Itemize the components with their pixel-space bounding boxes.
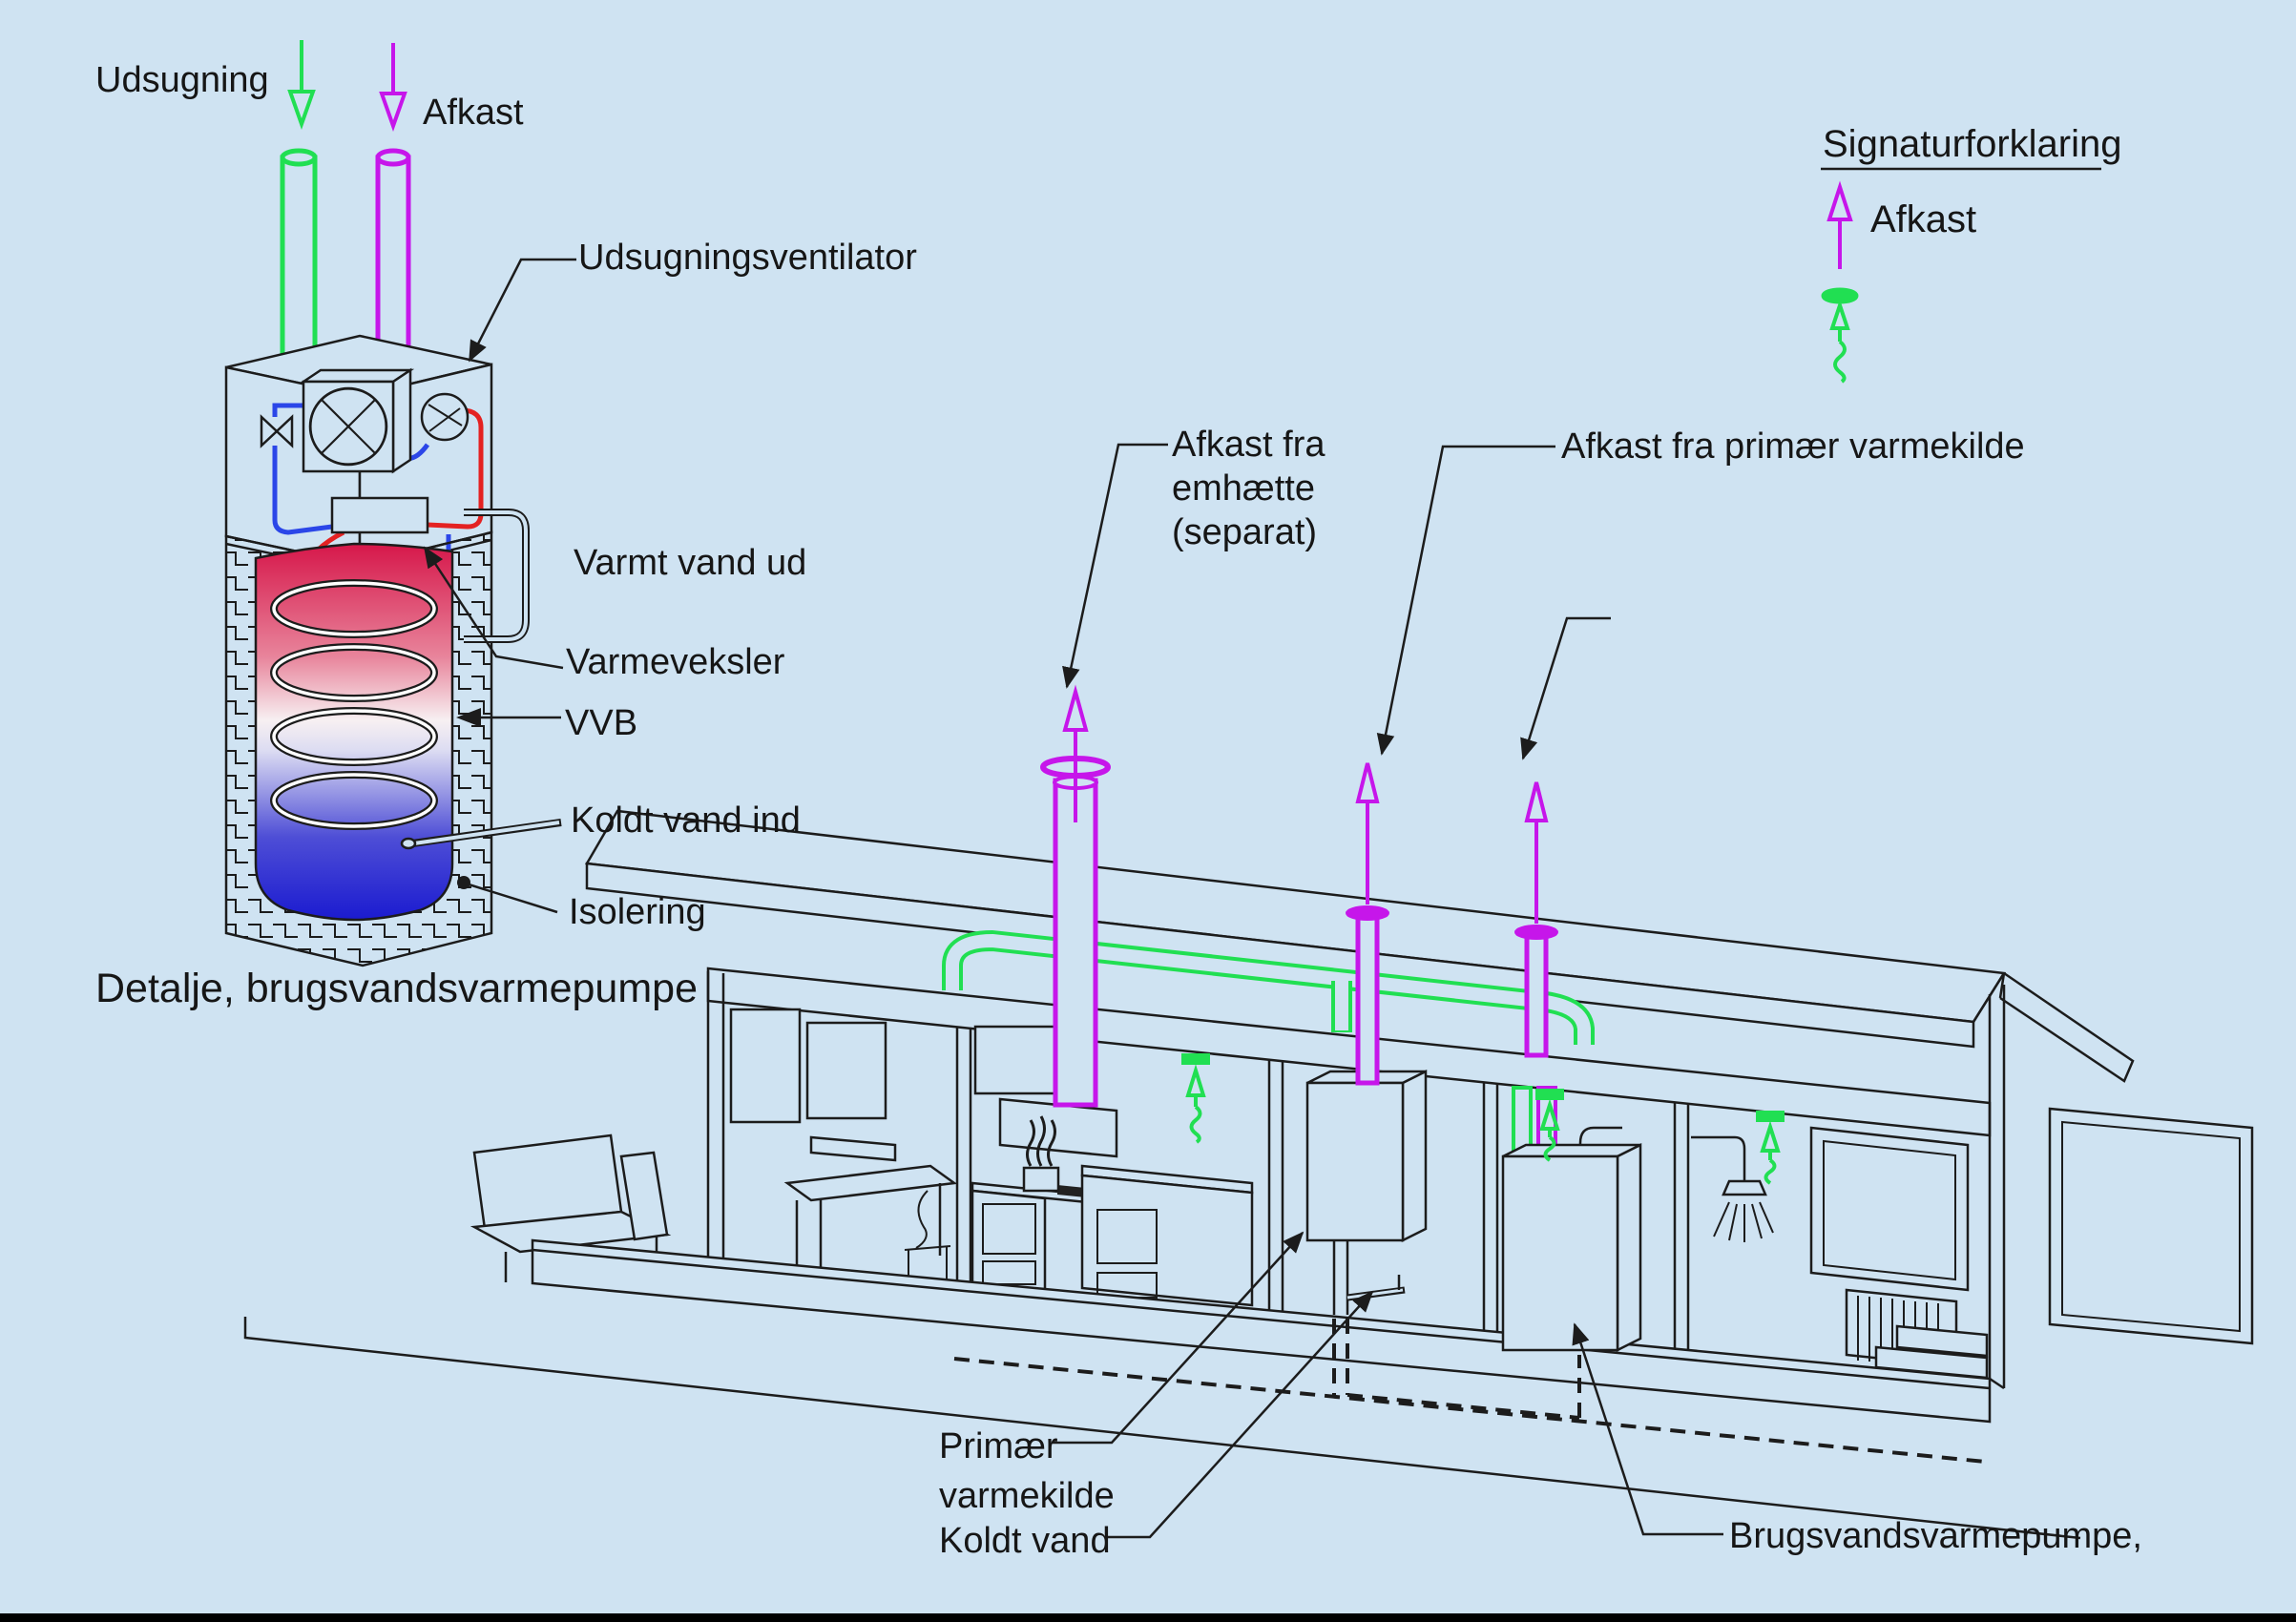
floor-slab xyxy=(531,1238,1992,1424)
window xyxy=(1809,1126,1970,1292)
label-afkast-emhaette-1: Afkast fra xyxy=(1172,425,1325,465)
detail-unit: Udsugning Afkast Udsugningsventilator Va… xyxy=(95,40,917,1011)
legend: Signaturforklaring Afkast xyxy=(1821,123,2122,384)
shower xyxy=(1691,1135,1774,1242)
udsugning-pipe-top xyxy=(280,148,318,167)
udsugning-duct xyxy=(942,930,1595,1045)
varmt-vand-pipe xyxy=(464,509,530,643)
label-varmt-vand-ud: Varmt vand ud xyxy=(574,543,806,583)
label-afkast-emhaette-3: (separat) xyxy=(1172,512,1317,552)
gable-window xyxy=(2048,1107,2254,1345)
label-afkast-top: Afkast xyxy=(423,93,524,133)
afkast-pipe-3 xyxy=(1514,781,1558,1058)
label-isolering: Isolering xyxy=(569,892,706,932)
heat-pump-cabinet xyxy=(1501,1142,1642,1353)
varmeveksler-leader xyxy=(423,546,564,670)
cooking-pot xyxy=(1022,1115,1060,1193)
exhaust-valve-icon xyxy=(1181,1053,1210,1144)
koldt-vand-pipe xyxy=(400,819,562,850)
afkast-roof-pipes xyxy=(1040,684,1558,1108)
gable-roof xyxy=(1999,971,2135,1083)
bench-steps xyxy=(1874,1324,1989,1380)
exhaust-valve-icon xyxy=(1756,1111,1785,1185)
cold-water-tap xyxy=(1346,1275,1406,1301)
label-brugsvandsvarmepumpe: Brugsvandsvarmepumpe, xyxy=(1729,1516,2142,1556)
afkast-arrow-icon xyxy=(379,43,407,133)
interior-walls xyxy=(955,1027,1690,1351)
vvb-leader xyxy=(456,708,561,727)
afkast-pipe-top xyxy=(375,148,411,167)
house-leaders xyxy=(1052,443,1723,1539)
primaer-afkast-pipe xyxy=(1346,762,1389,1086)
gable-roof-edge xyxy=(1998,972,2006,999)
range-hood xyxy=(973,1025,1118,1158)
afkast-leader-short xyxy=(1520,616,1611,760)
heat-exchanger-coil xyxy=(270,579,438,830)
primaer-leader xyxy=(1052,1231,1305,1445)
koldt-vand-leader xyxy=(1107,1290,1374,1539)
afkast-arrow-icon xyxy=(1355,762,1380,803)
label-udsugning: Udsugning xyxy=(95,60,269,100)
compressor-icon xyxy=(420,392,470,442)
ceiling-exhaust-valves xyxy=(1181,1053,1785,1185)
underground-pipes xyxy=(953,1319,1986,1464)
afkast-arrow-icon xyxy=(1524,781,1549,822)
kitchen-counter xyxy=(971,1115,1254,1307)
right-wall xyxy=(1988,985,2006,1390)
ventilator-leader xyxy=(468,258,576,363)
legend-udsugning-valve-icon xyxy=(1821,287,1859,384)
wall-cabinets xyxy=(729,1008,897,1162)
legend-afkast-label: Afkast xyxy=(1870,198,1976,240)
dining-table xyxy=(783,1164,958,1273)
label-primaer-1: Primær xyxy=(939,1426,1058,1466)
vvb-tank xyxy=(254,542,454,922)
primaer-afkast-leader xyxy=(1376,445,1555,756)
isolering-leader xyxy=(457,876,558,914)
legend-afkast-arrow-icon xyxy=(1826,180,1853,269)
afkast-pipe xyxy=(375,155,411,361)
legend-title: Signaturforklaring xyxy=(1823,123,2122,165)
fan-icon xyxy=(299,367,415,474)
emhaette-leader xyxy=(1062,443,1168,689)
house-section: Afkast fra emhætte (separat) Afkast fra … xyxy=(243,425,2254,1561)
udsugning-arrow-icon xyxy=(287,40,316,131)
steam xyxy=(1026,1115,1056,1167)
condenser-box xyxy=(330,496,429,534)
label-udsugningsventilator: Udsugningsventilator xyxy=(578,238,917,278)
label-primaer-2: varmekilde xyxy=(939,1476,1115,1516)
label-afkast-emhaette-2: emhætte xyxy=(1172,468,1315,509)
label-koldt-vand-ind: Koldt vand ind xyxy=(571,801,801,841)
emhaette-pipe xyxy=(1040,684,1111,1108)
roof-fascia xyxy=(585,862,1975,1049)
valve-icon xyxy=(260,414,294,448)
tap-pipe xyxy=(1567,1126,1622,1235)
terrain-line xyxy=(243,1317,2081,1540)
bottom-bar xyxy=(0,1613,2296,1622)
label-afkast-primaer: Afkast fra primær varmekilde xyxy=(1561,426,2025,467)
brugsvands-leader xyxy=(1572,1322,1723,1536)
label-varmeveksler: Varmeveksler xyxy=(566,642,785,682)
detail-caption: Detalje, brugsvandsvarmepumpe xyxy=(95,966,698,1011)
chair xyxy=(904,1190,951,1290)
label-koldt-vand: Koldt vand xyxy=(939,1521,1111,1561)
udsugning-pipe xyxy=(280,155,318,358)
exhaust-valve-icon xyxy=(1535,1089,1564,1162)
label-vvb: VVB xyxy=(565,703,637,743)
afkast-arrow-icon xyxy=(1062,684,1089,732)
kitchen-island xyxy=(1080,1164,1254,1307)
primary-heat-source-unit xyxy=(1305,1069,1428,1315)
shower-spray xyxy=(1713,1201,1774,1242)
